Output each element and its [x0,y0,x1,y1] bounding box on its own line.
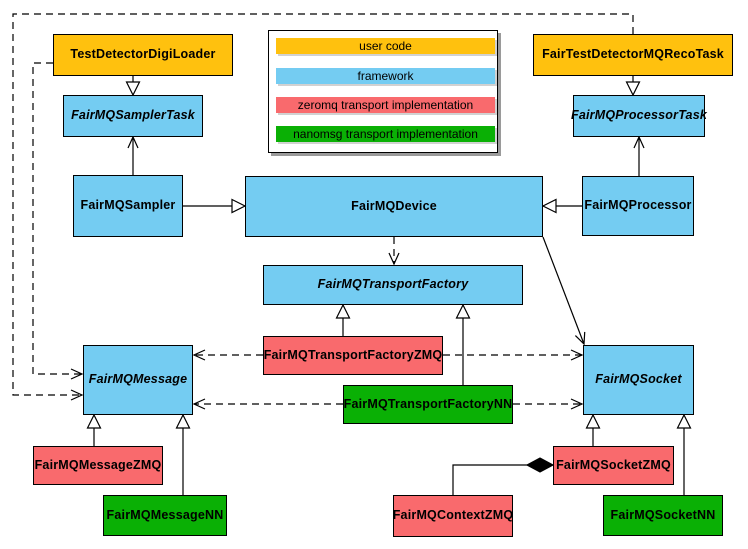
class-box-fairmqsamplertask: FairMQSamplerTask [63,95,203,137]
class-box-fairmqdevice: FairMQDevice [245,176,543,237]
class-box-fairmqtransportfactoryzmq: FairMQTransportFactoryZMQ [263,336,443,375]
class-box-fairmqtransportfactorynn: FairMQTransportFactoryNN [343,385,513,424]
class-box-fairtestdetectormqrecotask: FairTestDetectorMQRecoTask [533,34,733,76]
legend: user code framework zeromq transport imp… [268,30,498,153]
class-box-fairmqcontextzmq: FairMQContextZMQ [393,495,513,537]
class-box-fairmqmessagenn: FairMQMessageNN [103,495,227,536]
class-box-testdetectordigiloader: TestDetectorDigiLoader [53,34,233,76]
class-box-fairmqtransportfactory: FairMQTransportFactory [263,265,523,305]
class-box-fairmqsocket: FairMQSocket [583,345,694,415]
class-box-fairmqmessagezmq: FairMQMessageZMQ [33,446,163,485]
class-box-fairmqprocessortask: FairMQProcessorTask [571,95,707,137]
class-box-fairmqprocessor: FairMQProcessor [582,176,694,236]
legend-item-user-code: user code [276,38,495,54]
class-box-fairmqsampler: FairMQSampler [73,175,183,237]
composition-diamond-icon [525,457,555,473]
edge-socketzmq-contextzmq [452,464,528,495]
edge-device-socket [542,236,586,346]
class-box-fairmqsocketzmq: FairMQSocketZMQ [553,446,674,485]
legend-item-zeromq: zeromq transport implementation [276,97,495,113]
class-box-fairmqsocketnn: FairMQSocketNN [603,495,723,536]
legend-item-framework: framework [276,68,495,84]
legend-item-nanomsg: nanomsg transport implementation [276,126,495,142]
class-box-fairmqmessage: FairMQMessage [83,345,193,415]
